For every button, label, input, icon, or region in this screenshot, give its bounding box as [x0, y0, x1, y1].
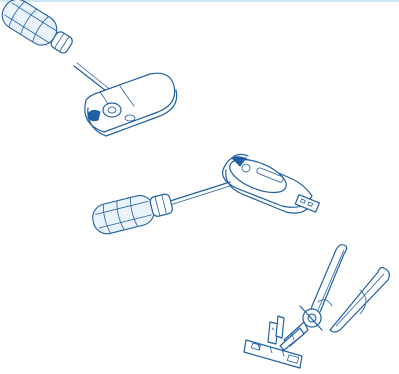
screwdriver-opening-usb-stick-icon	[92, 153, 320, 235]
pliers-cutting-usb-board-icon	[243, 244, 390, 369]
screwdriver-prying-usb-casing-icon	[1, 0, 178, 137]
header-rule	[0, 0, 399, 2]
